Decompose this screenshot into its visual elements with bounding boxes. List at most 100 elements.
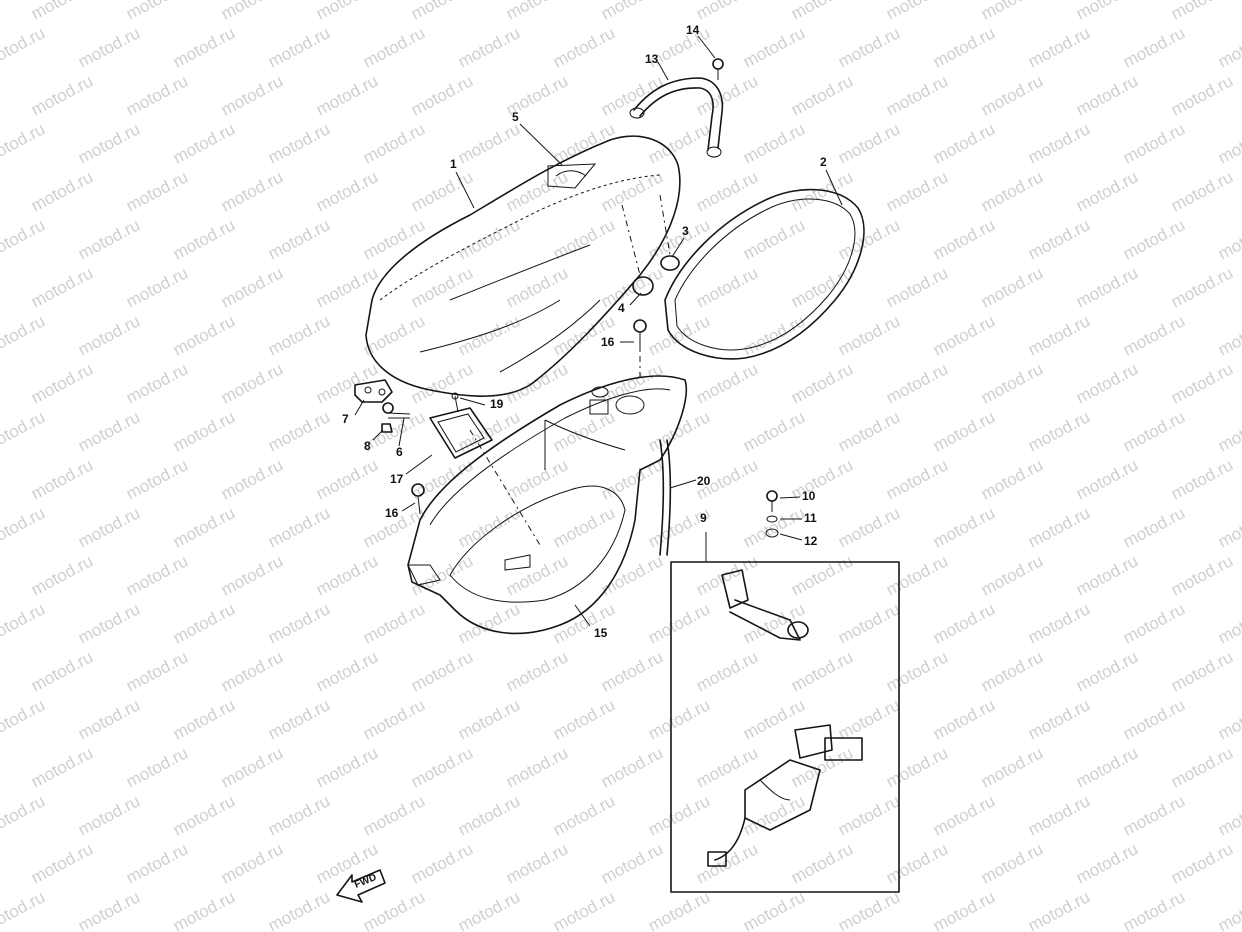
watermark-text: motod.ru [218,839,286,887]
watermark-text: motod.ru [1073,167,1141,215]
callout-17: 17 [390,472,404,486]
watermark-text: motod.ru [1120,503,1188,551]
watermark-text: motod.ru [170,791,238,839]
watermark-text: motod.ru [455,23,523,71]
watermark-text: motod.ru [835,887,903,932]
watermark-text: motod.ru [645,311,713,359]
watermark-text: motod.ru [930,407,998,455]
watermark-text: motod.ru [503,263,571,311]
watermark-text: motod.ru [1168,71,1236,119]
watermark-text: motod.ru [170,503,238,551]
watermark-text: motod.ru [1215,791,1242,839]
watermark-text: motod.ru [265,215,333,263]
watermark-text: motod.ru [360,23,428,71]
watermark-text: motod.ru [75,23,143,71]
callout-labels: 1 2 3 4 5 6 7 8 9 10 11 12 13 14 15 16 1… [342,23,827,640]
watermark-text: motod.ru [265,695,333,743]
watermark-text: motod.ru [28,839,96,887]
watermark-text: motod.ru [645,791,713,839]
watermark-text: motod.ru [1168,647,1236,695]
watermark-text: motod.ru [408,647,476,695]
watermark-text: motod.ru [1073,743,1141,791]
watermark-text: motod.ru [835,23,903,71]
watermark-text: motod.ru [28,743,96,791]
watermark-text: motod.ru [1120,407,1188,455]
watermark-text: motod.ru [1215,599,1242,647]
watermark-text: motod.ru [1215,503,1242,551]
watermark-text: motod.ru [1120,119,1188,167]
watermark-text: motod.ru [503,743,571,791]
watermark-text: motod.ru [170,695,238,743]
watermark-text: motod.ru [1215,887,1242,932]
watermark-text: motod.ru [313,71,381,119]
watermark-text: motod.ru [978,71,1046,119]
watermark-text: motod.ru [265,599,333,647]
watermark-text: motod.ru [598,71,666,119]
watermark-text: motod.ru [75,407,143,455]
watermark-text: motod.ru [218,167,286,215]
watermark-text: motod.ru [740,407,808,455]
callout-19: 19 [490,397,504,411]
watermark-text: motod.ru [1073,455,1141,503]
watermark-text: motod.ru [835,791,903,839]
watermark-text: motod.ru [0,311,48,359]
watermark-text: motod.ru [28,167,96,215]
watermark-text: motod.ru [28,551,96,599]
watermark-text: motod.ru [740,119,808,167]
watermark-text: motod.ru [1215,119,1242,167]
watermark-text: motod.ru [123,647,191,695]
watermark-text: motod.ru [1073,0,1141,24]
watermark-text: motod.ru [930,887,998,932]
watermark-text: motod.ru [788,0,856,24]
watermark-text: motod.ru [170,599,238,647]
watermark-text: motod.ru [1215,407,1242,455]
watermark-text: motod.ru [455,887,523,932]
watermark-text: motod.ru [598,0,666,24]
watermark-text: motod.ru [218,263,286,311]
watermark-text: motod.ru [645,599,713,647]
watermark-text: motod.ru [313,551,381,599]
callout-13: 13 [645,52,659,66]
watermark-text: motod.ru [1215,311,1242,359]
watermark-text: motod.ru [360,887,428,932]
watermark-text: motod.ru [218,0,286,24]
watermark-text: motod.ru [265,791,333,839]
watermark-text: motod.ru [645,119,713,167]
watermark-text: motod.ru [503,839,571,887]
watermark-text: motod.ru [455,119,523,167]
watermark-text: motod.ru [788,839,856,887]
watermark-text: motod.ru [1120,695,1188,743]
callout-7: 7 [342,412,349,426]
watermark-text: motod.ru [883,263,951,311]
watermark-text: motod.ru [0,695,48,743]
watermark-text: motod.ru [1120,311,1188,359]
seat-part-1 [365,135,681,397]
callout-3: 3 [682,224,689,238]
watermark-text: motod.ru [75,791,143,839]
watermark-text: motod.ru [1120,887,1188,932]
watermark-text: motod.ru [218,359,286,407]
watermark-text: motod.ru [883,359,951,407]
watermark-text: motod.ru [835,695,903,743]
cover-plate-part-17 [429,392,493,459]
watermark-text: motod.ru [1025,791,1093,839]
watermark-text: motod.ru [0,215,48,263]
watermark-text: motod.ru [788,167,856,215]
watermark-text: motod.ru [503,455,571,503]
seat-gasket-part-2 [664,188,865,360]
watermark-text: motod.ru [360,119,428,167]
watermark-text: motod.ru [170,887,238,932]
watermark-text: motod.ru [883,839,951,887]
watermark-text: motod.ru [1025,407,1093,455]
watermark-text: motod.ru [28,647,96,695]
watermark-text: motod.ru [123,359,191,407]
callout-16-top: 16 [601,335,615,349]
watermark-text: motod.ru [503,359,571,407]
callout-9: 9 [700,511,707,525]
watermark-text: motod.ru [930,23,998,71]
watermark-text: motod.ru [1073,71,1141,119]
watermark-text: motod.ru [75,215,143,263]
watermark-text: motod.ru [1025,215,1093,263]
watermark-text: motod.ru [740,23,808,71]
